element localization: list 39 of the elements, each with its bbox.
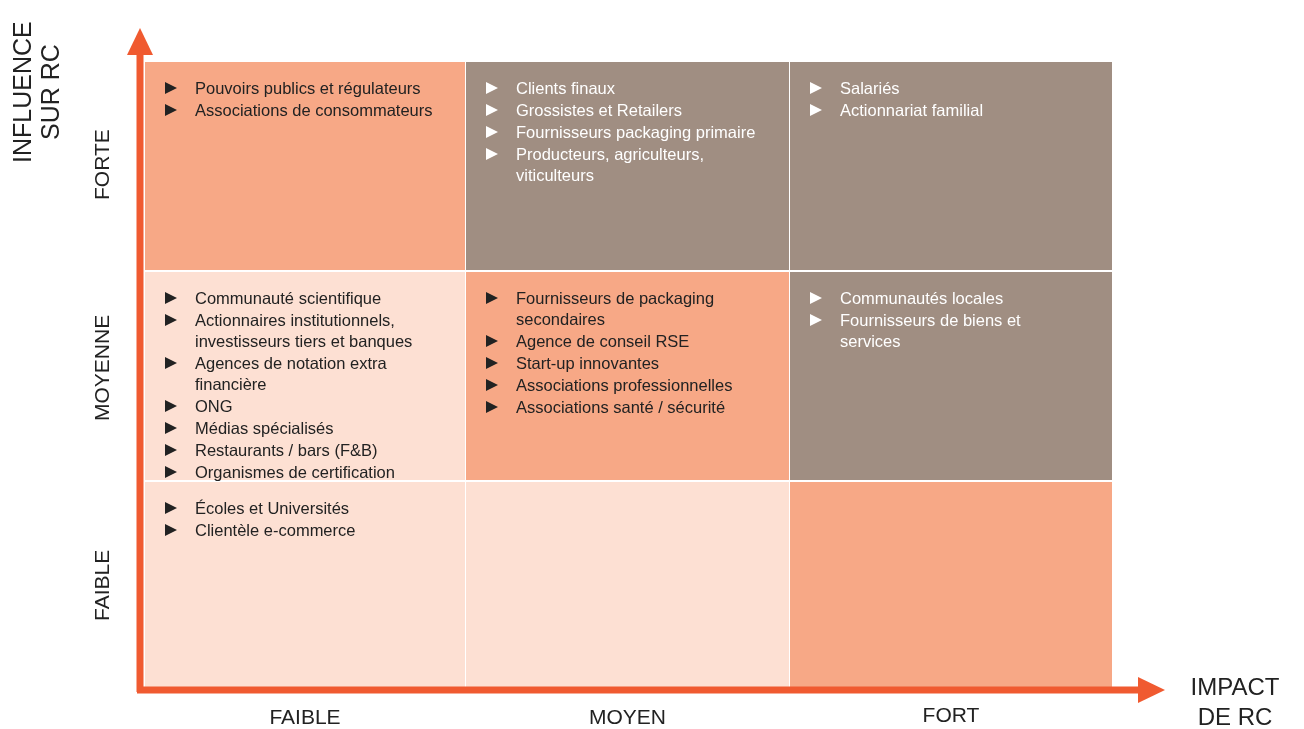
list-item: Médias spécialisés [195, 418, 334, 439]
list-item: Grossistes et Retailers [516, 100, 682, 121]
axis-tick-label: FAIBLE [90, 548, 114, 623]
list-item: Fournisseurs de biens et services [840, 310, 1022, 352]
list-item: Actionnaires institutionnels, investisseurs tiers et banques [195, 310, 414, 352]
list-item: Communautés locales [840, 288, 1004, 309]
list-item: Start-up innovantes [516, 353, 660, 374]
list-item: ONG [195, 396, 233, 417]
matrix-cell [145, 62, 465, 270]
axis-title: IMPACT DE RC [1189, 672, 1281, 729]
axis-tick-label: MOYENNE [90, 313, 114, 423]
list-item: Producteurs, agriculteurs, viticulteurs [516, 144, 705, 186]
list-item: Actionnariat familial [840, 100, 984, 121]
list-item: Fournisseurs de packaging secondaires [516, 288, 716, 330]
list-item: Pouvoirs publics et régulateurs [195, 78, 421, 99]
list-item: Associations de consommateurs [195, 100, 433, 121]
list-item: Écoles et Universités [195, 498, 350, 519]
list-item: Organismes de certification [195, 462, 395, 483]
matrix-cell [466, 62, 789, 270]
matrix-cell [145, 482, 465, 688]
list-item: Associations santé / sécurité [516, 397, 726, 418]
list-item: Communauté scientifique [195, 288, 382, 309]
matrix-cell [790, 272, 1112, 480]
axis-tick-label: FORTE [90, 128, 114, 203]
list-item: Salariés [840, 78, 900, 99]
matrix-cell [466, 272, 789, 480]
matrix-cell [145, 272, 465, 480]
list-item: Agence de conseil RSE [516, 331, 690, 352]
list-item: Clientèle e-commerce [195, 520, 356, 541]
list-item: Restaurants / bars (F&B) [195, 440, 378, 461]
list-item: Clients finaux [516, 78, 616, 99]
matrix-cell [790, 62, 1112, 270]
axis-tick-label: MOYEN [588, 705, 667, 729]
axis-tick-label: FORT [921, 703, 981, 727]
list-item: Agences de notation extra financière [195, 353, 388, 395]
axis-title: INFLUENCE SUR RC [8, 20, 65, 166]
list-item: Fournisseurs packaging primaire [516, 122, 756, 143]
list-item: Associations professionnelles [516, 375, 733, 396]
axis-tick-label: FAIBLE [268, 705, 342, 729]
